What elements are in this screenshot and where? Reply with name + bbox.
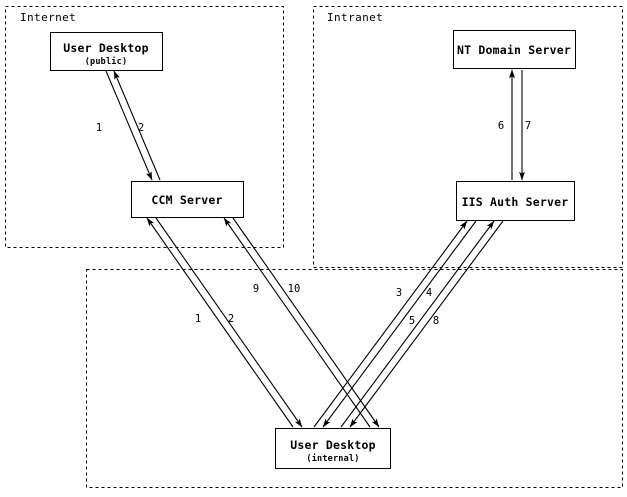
node-subtitle-user-desktop-internal: (internal) (306, 453, 359, 464)
node-box-user-desktop-internal[interactable] (274, 427, 392, 470)
flow-group-internal-iis-34 (313, 220, 477, 428)
step-label-6: 6 (498, 120, 504, 132)
step-label-7: 7 (525, 120, 531, 132)
node-subtitle-user-desktop-public: (public) (85, 56, 128, 67)
node-title-user-desktop-internal: User Desktop (290, 438, 375, 452)
node-title-ccm-server: CCM Server (151, 193, 222, 207)
flow-line-step-2-internal (155, 217, 303, 428)
zone-label-internet: Internet (20, 11, 76, 24)
flow-line-step-10 (232, 217, 380, 428)
node-box-iis-auth-server[interactable] (455, 180, 576, 222)
zone-boundaries (5, 6, 623, 488)
node-title-iis-auth-server: IIS Auth Server (462, 195, 569, 209)
zone-internet-rect (5, 6, 284, 248)
node-nt-domain-server[interactable]: NT Domain Server (452, 29, 577, 70)
flow-group-internal-iis-58 (340, 220, 504, 428)
flow-line-step-2-public (113, 70, 161, 181)
zone-intranet-rect (313, 6, 623, 268)
step-label-8: 8 (433, 315, 439, 327)
step-label-1-public: 1 (96, 122, 102, 134)
step-label-9: 9 (253, 283, 259, 295)
step-label-1-internal: 1 (195, 313, 201, 325)
flow-line-step-5 (340, 220, 495, 428)
flow-line-step-1-internal (146, 217, 294, 428)
step-label-3: 3 (396, 287, 402, 299)
flow-line-step-8 (349, 220, 504, 428)
node-user-desktop-public[interactable]: User Desktop (public) (49, 31, 164, 72)
flow-line-step-1-public (105, 70, 153, 181)
flow-group-iis-nt (509, 69, 525, 181)
node-box-nt-domain-server[interactable] (452, 29, 577, 70)
zone-internal-rect (86, 269, 623, 488)
node-user-desktop-internal[interactable]: User Desktop (internal) (274, 427, 392, 470)
step-label-4: 4 (426, 287, 432, 299)
flow-line-step-9 (223, 217, 371, 428)
node-iis-auth-server[interactable]: IIS Auth Server (455, 180, 576, 222)
flow-group-public-ccm (105, 70, 161, 181)
node-title-nt-domain-server: NT Domain Server (457, 43, 571, 57)
step-label-5: 5 (409, 315, 415, 327)
flow-line-step-3 (313, 220, 468, 428)
step-label-10: 10 (288, 283, 301, 295)
step-label-2-internal: 2 (228, 313, 234, 325)
flow-group-internal-ccm-12 (146, 217, 303, 428)
node-box-user-desktop-public[interactable] (49, 31, 164, 72)
node-box-ccm-server[interactable] (130, 180, 245, 219)
step-label-2-public: 2 (138, 122, 144, 134)
zone-label-intranet: Intranet (327, 11, 383, 24)
node-title-user-desktop-public: User Desktop (63, 41, 148, 55)
step-labels: 1 2 1 2 3 4 5 6 7 8 9 10 (96, 120, 531, 327)
node-ccm-server[interactable]: CCM Server (130, 180, 245, 219)
flow-group-internal-ccm-910 (223, 217, 380, 428)
flow-line-step-4 (322, 220, 477, 428)
